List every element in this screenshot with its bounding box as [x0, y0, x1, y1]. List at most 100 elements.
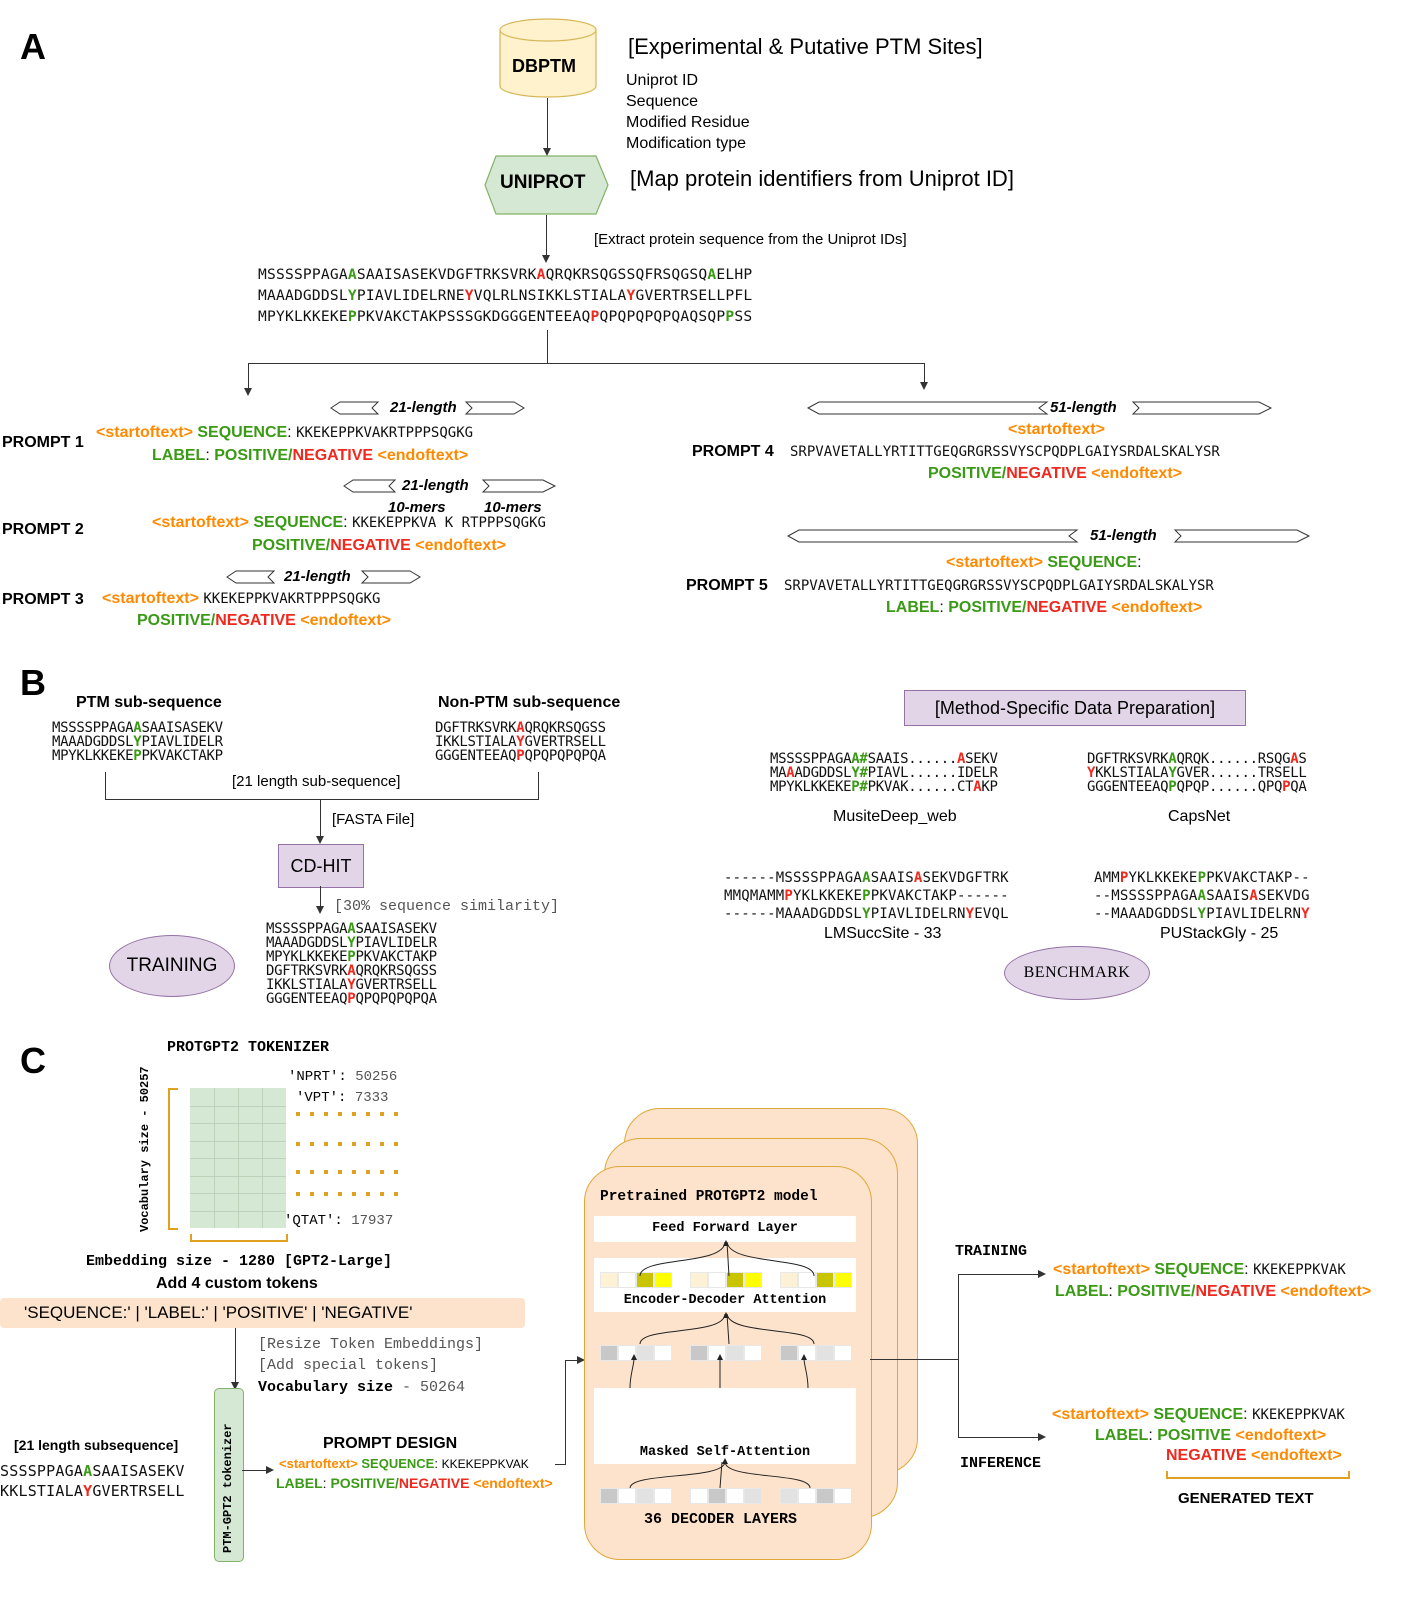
text-segment: : [322, 1475, 331, 1491]
vector-cell [618, 1272, 636, 1288]
text-segment: PIAVLIDELRN [1206, 906, 1302, 922]
prompt5-line0: <startoftext> SEQUENCE: [946, 554, 1142, 572]
embedding-matrix [190, 1088, 286, 1228]
field-item: Uniprot ID [626, 72, 699, 89]
text-segment: : [205, 447, 215, 464]
text-segment: DGFTRKSVRK [266, 963, 348, 979]
sequence-row: MPYKLKKEKEPPKVAKCTAKP [266, 950, 437, 964]
dot [324, 1170, 328, 1174]
vector-cell [834, 1345, 852, 1361]
text-segment: ------MAAADGDDSL [724, 906, 863, 922]
musite-label: MusiteDeep_web [833, 808, 957, 825]
dot [310, 1192, 314, 1196]
vector-cell [798, 1488, 816, 1504]
dbptm-fields: Uniprot ID Sequence Modified Residue Mod… [626, 70, 750, 154]
text-segment: PIAVLIDELRNE [356, 287, 465, 304]
prompt3-label: PROMPT 3 [2, 591, 84, 608]
panel-c-letter: C [20, 1040, 46, 1081]
text-segment: P [347, 308, 357, 325]
text-segment: <endoftext> [373, 447, 469, 464]
text-segment: : [1244, 1261, 1254, 1278]
text-segment: GVERTRSELL [355, 977, 437, 993]
text-segment: Y [347, 935, 356, 951]
text-segment: A [1290, 751, 1299, 767]
fasta-caption: [FASTA File] [332, 811, 415, 828]
nonptm-subsequence-title: Non-PTM sub-sequence [438, 694, 621, 711]
text-segment: A [516, 720, 525, 736]
field-item: Sequence [626, 93, 699, 110]
text-segment: SAAISASEKV [92, 1462, 185, 1480]
dot [366, 1170, 370, 1174]
text-segment: P [725, 308, 735, 325]
text-segment: SRPVAVETALLYRTITTGEQGRGRSSVYSCPQDPLGAIYS… [784, 578, 1214, 594]
field-item: Modified Residue [626, 114, 750, 131]
dot [296, 1142, 300, 1146]
vector-cell [654, 1488, 672, 1504]
method-specific-box: [Method-Specific Data Preparation] [904, 690, 1246, 726]
text-segment: A [347, 921, 356, 937]
prompt4-line1: SRPVAVETALLYRTITTGEQGRGRSSVYSCPQDPLGAIYS… [790, 443, 1220, 461]
text-segment: MAAADGDDSL [52, 734, 134, 750]
sequence-row: DGFTRKSVRKAQRQK......RSQGAS [1087, 752, 1307, 766]
vector-cell [834, 1488, 852, 1504]
text-segment: PKVAKCTAKP [141, 748, 223, 764]
field-item: Modification type [626, 135, 747, 152]
prompt2-mers-left: 10-mers [388, 499, 446, 516]
vector-cell [600, 1488, 618, 1504]
text-segment: A [83, 1462, 93, 1480]
text-segment: QPQPQPQPQA [524, 748, 606, 764]
pustack-label: PUStackGly - 25 [1160, 925, 1279, 942]
special-caption: [Add special tokens] [258, 1357, 439, 1374]
text-segment: POSITIVE [1157, 1427, 1232, 1444]
vector-cell [780, 1345, 798, 1361]
vector-cell [618, 1488, 636, 1504]
pustack-sequences: AMMPYKLKKEKEPPKVAKCTAKP-- --MSSSSPPAGAAS… [1094, 869, 1310, 923]
text-segment: A [913, 870, 923, 886]
dot [352, 1170, 356, 1174]
text-segment: P [516, 748, 525, 764]
text-segment: PKVAKCTAKP-- [1206, 870, 1310, 886]
text-segment: LABEL [1055, 1283, 1109, 1300]
text-segment: QPQPQPQPQA [355, 991, 437, 1007]
dot [310, 1170, 314, 1174]
text-segment: SRPVAVETALLYRTITTGEQGRGRSSVYSCPQDPLGAIYS… [790, 444, 1220, 460]
text-segment: QPQPQPQPQAQSQP [599, 308, 726, 325]
subsequence-caption: [21 length sub-sequence] [232, 773, 401, 790]
text-segment: <endoftext> [1246, 1447, 1342, 1464]
sequence-row: MAAADGDDSLYPIAVLIDELR [52, 735, 223, 749]
text-segment: MAAADGDDSL [258, 287, 348, 304]
text-segment: <endoftext> [469, 1475, 553, 1491]
text-segment: KKEKEPPKVA K RTPPPSQGKG [352, 515, 546, 531]
text-segment: LABEL [276, 1475, 323, 1491]
vector-cell [654, 1345, 672, 1361]
prompt1-label: PROMPT 1 [2, 434, 84, 451]
uniprot-hexagon-icon [484, 155, 609, 215]
text-segment: MSSSSPPAGA [52, 720, 134, 736]
prompt4-label: PROMPT 4 [692, 443, 774, 460]
text-segment: PIAVLIDELR [355, 935, 437, 951]
sequence-row: SSSSPPAGAASAAISASEKV [0, 1461, 185, 1481]
text-segment: YKLKKEKE [1128, 870, 1198, 886]
text-segment: MSSSSPPAGA [266, 921, 348, 937]
text-segment: GVERTRSELL [524, 734, 606, 750]
text-segment: DGFTRKSVRK [1087, 751, 1169, 767]
text-segment: P [1119, 870, 1129, 886]
prompt4-line2: POSITIVE/NEGATIVE <endoftext> [928, 465, 1182, 483]
text-segment: A [1168, 751, 1177, 767]
text-segment: POSITIVE/ [252, 537, 331, 554]
text-segment: NEGATIVE [215, 612, 296, 629]
panel-b-letter: B [20, 662, 46, 703]
dot [366, 1142, 370, 1146]
inference-output-line1: <startoftext> SEQUENCE: KKEKEPPKVAK [1052, 1406, 1345, 1424]
sequence-row: IKKLSTIALAYGVERTRSELL [435, 735, 606, 749]
training-sequences: MSSSSPPAGAASAAISASEKV MAAADGDDSLYPIAVLID… [266, 922, 437, 1006]
text-segment: SSSSPPAGA [0, 1462, 84, 1480]
text-segment: GVERTRSELLPFL [635, 287, 753, 304]
custom-tokens-text: 'SEQUENCE:' | 'LABEL:' | 'POSITIVE' | 'N… [24, 1303, 413, 1322]
text-segment: Y [347, 287, 357, 304]
text-segment: P [784, 888, 794, 904]
text-segment: PIAVL......IDELR [867, 765, 998, 781]
text-segment: Y [83, 1482, 93, 1500]
text-segment: KP [981, 779, 998, 795]
prompt1-length: 21-length [390, 399, 457, 416]
